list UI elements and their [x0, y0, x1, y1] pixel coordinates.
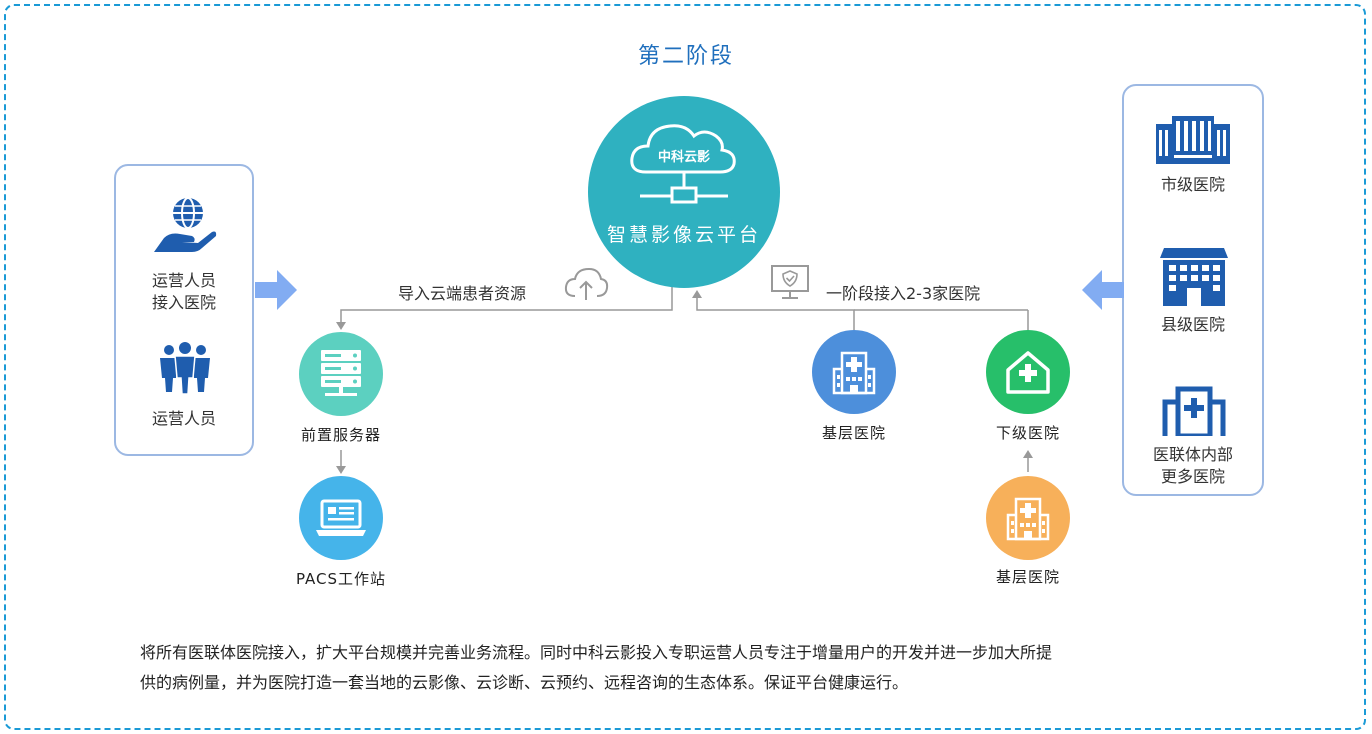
right-arrow-icon	[1082, 270, 1124, 310]
lower-hospital-label: 下级医院	[995, 424, 1060, 442]
front-server-label: 前置服务器	[300, 426, 381, 444]
description: 将所有医联体医院接入，扩大平台规模并完善业务流程。同时中科云影投入专职运营人员专…	[140, 638, 1230, 698]
pacs-label: PACS工作站	[295, 570, 387, 588]
base-hospital-1-circle	[812, 330, 896, 414]
front-server-circle	[299, 332, 383, 416]
connector-from-hospitals	[696, 296, 855, 330]
dashed-frame	[4, 4, 1366, 730]
platform-circle: 中科云影 智慧影像云平台	[588, 96, 780, 288]
description-line-2: 供的病例量，并为医院打造一套当地的云影像、云诊断、云预约、远程咨询的生态体系。保…	[140, 673, 909, 692]
people-group-icon	[156, 342, 214, 394]
base-hospital-2-label: 基层医院	[995, 568, 1060, 586]
left-item-1-label: 运营人员 接入医院	[151, 271, 216, 312]
left-panel: 运营人员 接入医院 运营人员	[114, 164, 254, 456]
left-item-2-label: 运营人员	[151, 409, 216, 428]
hospital-building-icon	[832, 351, 876, 395]
cloud-server-icon	[630, 124, 736, 204]
right-flow-label: 一阶段接入2-3家医院	[826, 284, 981, 303]
hospital-building-icon	[1006, 497, 1050, 541]
globe-hand-icon	[152, 196, 218, 254]
description-line-1: 将所有医联体医院接入，扩大平台规模并完善业务流程。同时中科云影投入专职运营人员专…	[140, 643, 1053, 662]
monitor-check-icon	[770, 264, 810, 302]
base-hospital-1-label: 基层医院	[821, 424, 886, 442]
pacs-circle	[299, 476, 383, 560]
page-title: 第二阶段	[637, 44, 734, 69]
lower-hospital-circle	[986, 330, 1070, 414]
platform-name: 智慧影像云平台	[606, 224, 761, 246]
left-arrow-icon	[255, 270, 297, 310]
arrowhead-to-platform	[692, 290, 702, 298]
county-hospital-building-icon	[1160, 248, 1228, 306]
laptop-icon	[316, 499, 366, 536]
cloud-text: 中科云影	[657, 150, 710, 165]
right-panel: 市级医院 县级医院 医联体内部	[1122, 84, 1264, 496]
city-hospital-building-icon	[1156, 116, 1230, 164]
left-flow-label: 导入云端患者资源	[398, 284, 527, 303]
cloud-upload-icon	[563, 266, 609, 302]
home-cross-icon	[1006, 351, 1050, 394]
base-hospital-2-circle	[986, 476, 1070, 560]
arrowhead-to-server	[336, 322, 346, 330]
right-item-1-label: 市级医院	[1160, 175, 1225, 194]
hospital-cross-building-icon	[1162, 386, 1226, 436]
connector-to-server	[340, 270, 673, 322]
right-item-2-label: 县级医院	[1160, 315, 1225, 334]
server-rack-icon	[321, 350, 361, 396]
right-item-3-label: 医联体内部 更多医院	[1152, 445, 1233, 486]
